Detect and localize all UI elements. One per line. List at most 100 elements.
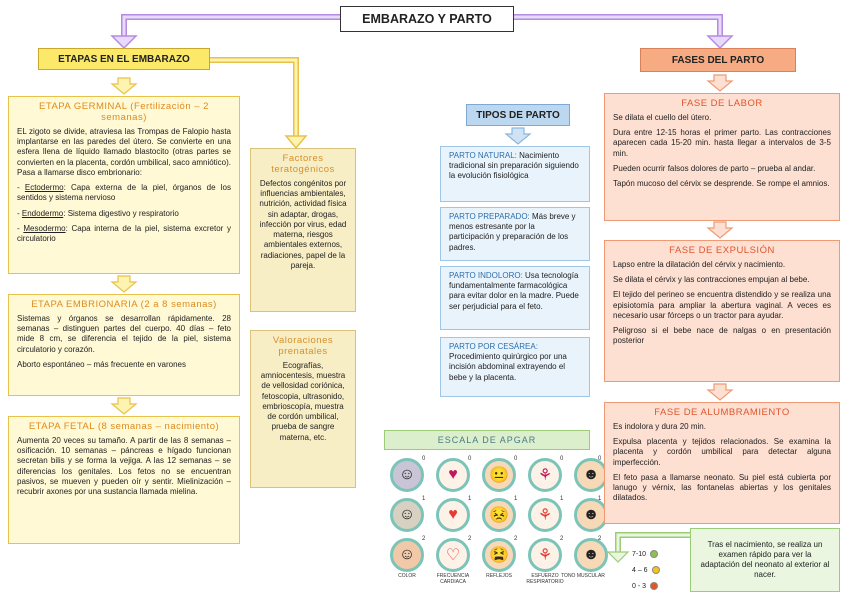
fase-alumbramiento-title: FASE DE ALUMBRAMIENTO <box>654 407 790 418</box>
legend-high: 7-10 <box>632 550 659 558</box>
score-label-0: 0 <box>560 456 564 462</box>
parto-preparado-text: Más breve y menos estresante por la part… <box>449 212 576 252</box>
apgar-label-color: COLOR <box>398 573 416 579</box>
fase-labor-title: FASE DE LABOR <box>681 98 763 109</box>
examen-nacimiento-box: Tras el nacimiento, se realiza un examen… <box>690 528 840 592</box>
score-label-1: 1 <box>468 496 472 502</box>
score-label-1: 1 <box>422 496 426 502</box>
apgar-label-reflejos: REFLEJOS <box>486 573 512 579</box>
parto-preparado-box: PARTO PREPARADO: Más breve y menos estre… <box>440 207 590 261</box>
apgar-grid: ☺ ♥ 😐 ⚘ ☻ ☺ ♥ 😣 ⚘ ☻ ☺ ♡ 😫 ⚘ ☻ 0 1 2 0 1 … <box>384 452 608 592</box>
tone-some-icon: ☻ <box>574 498 608 532</box>
face-grimace-icon: 😣 <box>482 498 516 532</box>
legend-mid: 4 – 6 <box>632 566 660 574</box>
apgar-title: ESCALA DE APGAR <box>384 430 590 450</box>
apgar-label-esfuerzo: ESFUERZO RESPIRATORIO <box>526 573 564 585</box>
score-label-1: 1 <box>598 496 602 502</box>
etapa-fetal-title: ETAPA FETAL (8 semanas – nacimiento) <box>28 421 220 432</box>
parto-cesarea-text: Procedimiento quirúrgico por una incisió… <box>449 352 567 382</box>
score-label-2: 2 <box>598 536 602 542</box>
fase-labor-p2: Dura entre 12-15 horas el primer parto. … <box>613 128 831 158</box>
legend-yellow-dot <box>651 566 660 574</box>
etapa-germinal-title: ETAPA GERMINAL (Fertilización – 2 semana… <box>39 101 209 123</box>
score-label-2: 2 <box>514 536 518 542</box>
fases-header: FASES DEL PARTO <box>640 48 796 72</box>
fase-alumbramiento-p2: Expulsa placenta y tejidos relacionados.… <box>613 437 831 467</box>
apgar-label-tono: TONO MUSCULAR <box>561 573 605 579</box>
ectodermo-item: - Ectodermo: Capa externa de la piel, ór… <box>17 183 232 203</box>
heart-slow-icon: ♥ <box>436 498 470 532</box>
examen-nacimiento-text: Tras el nacimiento, se realiza un examen… <box>700 539 830 580</box>
score-label-1: 1 <box>514 496 518 502</box>
legend-low: 0 - 3 <box>632 582 659 590</box>
score-label-0: 0 <box>422 456 426 462</box>
fase-labor-box: FASE DE LABOR Se dilata el cuello del út… <box>604 93 840 221</box>
etapa-fetal-box: ETAPA FETAL (8 semanas – nacimiento) Aum… <box>8 416 240 544</box>
factores-title: Factores teratogénicos <box>271 153 335 175</box>
etapa-germinal-text: EL zigoto se divide, atraviesa las Tromp… <box>17 127 231 177</box>
fase-expulsion-p2: Se dilata el cérvix y las contracciones … <box>613 275 810 285</box>
parto-indoloro-text: Usa tecnología fundamentalmente farmacol… <box>449 271 579 311</box>
lungs-good-icon: ⚘ <box>528 538 562 572</box>
salmon-down-arrows <box>706 74 734 401</box>
parto-natural-box: PARTO NATURAL: Nacimiento tradicional si… <box>440 146 590 202</box>
fase-expulsion-p1: Lapso entre la dilatación del cérvix y n… <box>613 260 786 269</box>
parto-natural-label: PARTO NATURAL: <box>449 151 517 160</box>
score-label-2: 2 <box>422 536 426 542</box>
valoraciones-box: Valoraciones prenatales Ecografías, amni… <box>250 330 356 488</box>
lungs-absent-icon: ⚘ <box>528 458 562 492</box>
color-pale-icon: ☺ <box>390 498 424 532</box>
heart-normal-icon: ♡ <box>436 538 470 572</box>
fase-expulsion-title: FASE DE EXPULSIÓN <box>669 245 775 256</box>
legend-red-dot <box>650 582 659 590</box>
parto-indoloro-label: PARTO INDOLORO: <box>449 271 523 280</box>
fase-expulsion-box: FASE DE EXPULSIÓN Lapso entre la dilatac… <box>604 240 840 382</box>
etapa-embrionaria-box: ETAPA EMBRIONARIA (2 a 8 semanas) Sistem… <box>8 294 240 396</box>
valoraciones-title: Valoraciones prenatales <box>272 335 334 357</box>
tone-active-icon: ☻ <box>574 538 608 572</box>
etapa-embrionaria-text: Sistemas y órganos se desarrollan rápida… <box>17 314 231 354</box>
etapa-fetal-text: Aumenta 20 veces su tamaño. A partir de … <box>17 436 231 497</box>
fase-alumbramiento-p3: El feto pasa a llamarse neonato. Su piel… <box>613 472 831 503</box>
color-blue-icon: ☺ <box>390 458 424 492</box>
factores-box: Factores teratogénicos Defectos congénit… <box>250 148 356 312</box>
legend-high-label: 7-10 <box>632 550 647 558</box>
parto-natural-text: Nacimiento tradicional sin preparación s… <box>449 151 579 181</box>
legend-low-label: 0 - 3 <box>632 582 647 590</box>
score-label-2: 2 <box>560 536 564 542</box>
parto-preparado-label: PARTO PREPARADO: <box>449 212 530 221</box>
tone-flaccid-icon: ☻ <box>574 458 608 492</box>
fase-labor-p4: Tapón mucoso del cérvix se desprende. Se… <box>613 179 830 189</box>
page-title: EMBARAZO Y PARTO <box>340 6 514 32</box>
aborto-text: Aborto espontáneo – más frecuente en var… <box>17 359 186 369</box>
score-label-1: 1 <box>560 496 564 502</box>
arrow-title-to-fases <box>514 14 723 38</box>
legend-green-dot <box>650 550 659 558</box>
tipos-header: TIPOS DE PARTO <box>466 104 570 126</box>
fase-expulsion-p4: Peligroso si el bebe nace de nalgas o en… <box>613 326 831 346</box>
valoraciones-text: Ecografías, amniocentesis, muestra de ve… <box>260 361 346 442</box>
apgar-label-frecuencia: FRECUENCIA CARDIACA <box>436 573 470 585</box>
mesodermo-item: - Mesodermo: Capa interna de la piel, si… <box>17 223 232 244</box>
score-label-0: 0 <box>468 456 472 462</box>
yellow-down-arrows <box>110 77 138 415</box>
face-neutral-icon: 😐 <box>482 458 516 492</box>
fase-alumbramiento-box: FASE DE ALUMBRAMIENTO Es indolora y dura… <box>604 402 840 524</box>
fase-labor-p1: Se dilata el cuello del útero. <box>613 113 712 122</box>
lungs-weak-icon: ⚘ <box>528 498 562 532</box>
score-label-0: 0 <box>598 456 602 462</box>
parto-indoloro-box: PARTO INDOLORO: Usa tecnología fundament… <box>440 266 590 330</box>
parto-cesarea-box: PARTO POR CESÁREA: Procedimiento quirúrg… <box>440 337 590 397</box>
etapas-header: ETAPAS EN EL EMBARAZO <box>38 48 210 70</box>
parto-cesarea-label: PARTO POR CESÁREA: <box>449 342 538 351</box>
face-crying-icon: 😫 <box>482 538 516 572</box>
color-pink-icon: ☺ <box>390 538 424 572</box>
fase-alumbramiento-p1: Es indolora y dura 20 min. <box>613 422 706 431</box>
score-label-2: 2 <box>468 536 472 542</box>
arrow-title-to-etapas <box>121 14 340 38</box>
legend-mid-label: 4 – 6 <box>632 566 648 574</box>
factores-text: Defectos congénitos por influencias ambi… <box>259 179 347 270</box>
fase-expulsion-p3: El tejido del perineo se encuentra diste… <box>613 290 831 320</box>
heart-absent-icon: ♥ <box>436 458 470 492</box>
